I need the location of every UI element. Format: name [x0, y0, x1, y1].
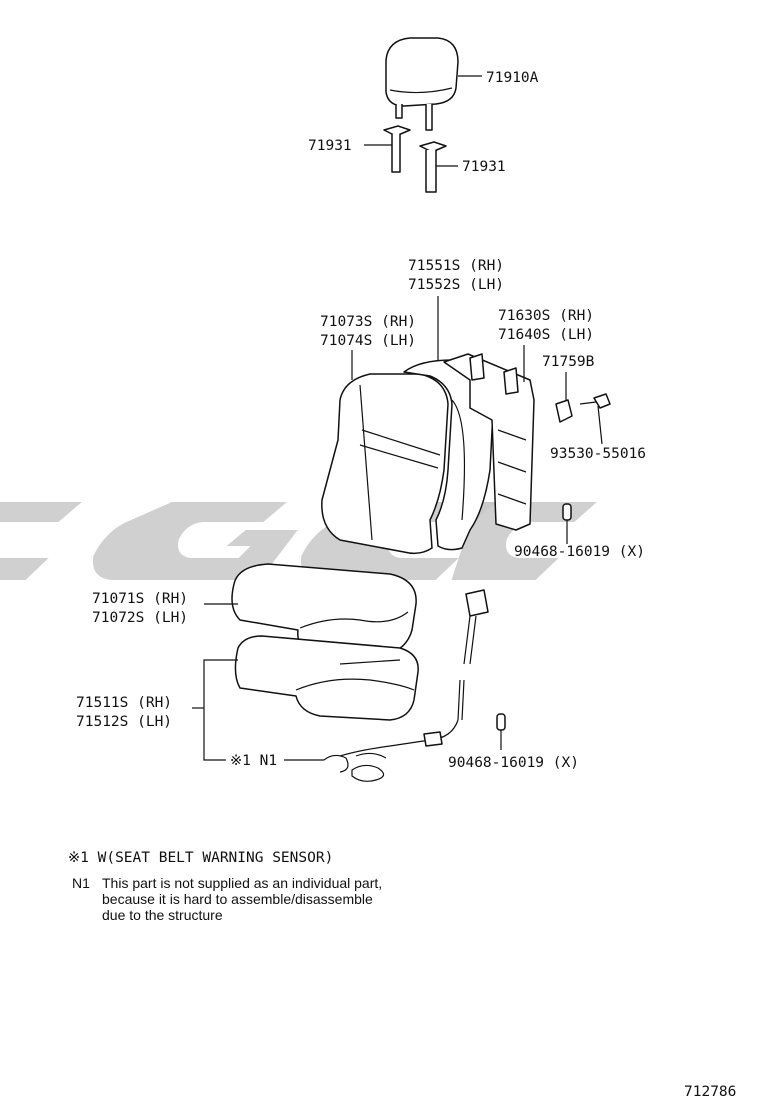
label-clip: 71759B [542, 354, 595, 370]
label-back-pad-rh: 71551S (RH) [408, 258, 504, 274]
label-back-frame-rh: 71630S (RH) [498, 308, 594, 324]
label-support-right: 71931 [462, 159, 506, 175]
label-support-left: 71931 [308, 138, 352, 154]
label-back-cover-rh: 71073S (RH) [320, 314, 416, 330]
headrest-illustration [383, 37, 459, 193]
label-headrest: 71910A [486, 70, 539, 86]
clip-illustration [555, 399, 573, 423]
fastener-lower-illustration [496, 713, 506, 731]
note-line-1: This part is not supplied as an individu… [102, 875, 382, 891]
label-cushion-cover-lh: 71072S (LH) [92, 610, 188, 626]
note-line-2: because it is hard to assemble/disassemb… [102, 891, 373, 907]
cushion-cover-illustration [231, 563, 417, 657]
label-sensor-ref: ※1 N1 [230, 753, 277, 769]
label-back-cover-lh: 71074S (LH) [320, 333, 416, 349]
wire-harness-illustration [323, 589, 489, 782]
leader-lines [192, 75, 603, 761]
note-line-3: due to the structure [102, 907, 223, 923]
label-fastener-upper: 90468-16019 (X) [514, 544, 645, 560]
label-cushion-cover-rh: 71071S (RH) [92, 591, 188, 607]
bolt-illustration [579, 393, 611, 409]
figure-number: 712786 [684, 1084, 736, 1100]
label-fastener-lower: 90468-16019 (X) [448, 755, 579, 771]
label-back-pad-lh: 71552S (LH) [408, 277, 504, 293]
label-back-frame-lh: 71640S (LH) [498, 327, 594, 343]
label-cushion-pad-rh: 71511S (RH) [76, 695, 172, 711]
note-header: ※1 W(SEAT BELT WARNING SENSOR) [68, 850, 333, 866]
label-cushion-pad-lh: 71512S (LH) [76, 714, 172, 730]
label-bolt: 93530-55016 [550, 446, 646, 462]
seat-back-frame-illustration [443, 353, 535, 531]
seat-back-cover-illustration [321, 373, 449, 555]
fastener-upper-illustration [562, 503, 572, 521]
cushion-pad-illustration [234, 635, 419, 721]
note-prefix: N1 [72, 875, 90, 891]
